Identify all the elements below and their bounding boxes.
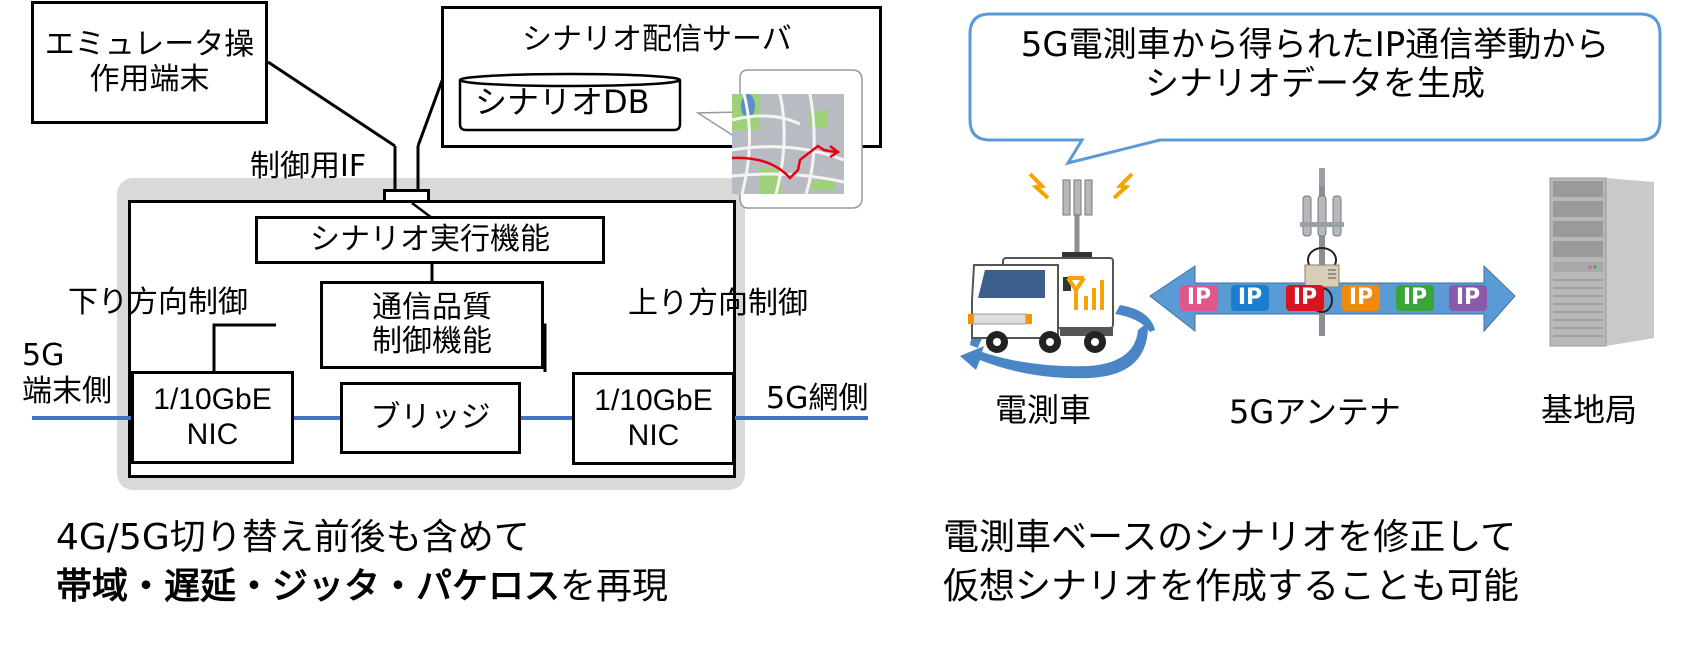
right-caption-line2: 仮想シナリオを作成することも可能 bbox=[943, 565, 1520, 607]
qos-control-box: 通信品質 制御機能 bbox=[320, 281, 544, 369]
qos-control-line2: 制御機能 bbox=[372, 324, 492, 359]
left-caption-line1: 4G/5G切り替え前後も含めて bbox=[56, 517, 530, 558]
scenario-exec-box: シナリオ実行機能 bbox=[255, 216, 605, 264]
right-caption-line1: 電測車ベースのシナリオを修正して bbox=[943, 517, 1517, 558]
ip-packet-badge: IP bbox=[1180, 285, 1218, 311]
uplink-control-label: 上り方向制御 bbox=[628, 286, 808, 321]
scenario-server-title: シナリオ配信サーバ bbox=[522, 22, 792, 57]
ip-packet-badge: IP bbox=[1396, 285, 1434, 311]
downlink-control-label: 下り方向制御 bbox=[68, 285, 248, 320]
operator-terminal-box: エミュレータ操 作用端末 bbox=[31, 1, 268, 124]
nic-left-line1: 1/10GbE bbox=[153, 383, 272, 416]
terminal-side-line2: 端末側 bbox=[22, 374, 112, 409]
nic-right-line1: 1/10GbE bbox=[594, 384, 713, 417]
control-if-port bbox=[383, 189, 430, 203]
right-caption: 電測車ベースのシナリオを修正して 仮想シナリオを作成することも可能 bbox=[943, 514, 1519, 611]
bridge-label: ブリッジ bbox=[370, 399, 491, 435]
base-station-server-icon bbox=[1549, 177, 1654, 347]
terminal-side-label: 5G 端末側 bbox=[22, 338, 112, 410]
base-station-label: 基地局 bbox=[1541, 391, 1638, 429]
operator-terminal-line1: エミュレータ操 bbox=[44, 27, 255, 62]
bridge-box: ブリッジ bbox=[340, 382, 521, 454]
scenario-db-label: シナリオDB bbox=[475, 83, 650, 121]
speech-bubble-line2: シナリオデータを生成 bbox=[1145, 64, 1485, 105]
speech-bubble-text: 5G電測車から得られたIP通信挙動から シナリオデータを生成 bbox=[970, 25, 1660, 105]
ip-packet-badge: IP bbox=[1231, 285, 1269, 311]
downlink-control-line bbox=[212, 323, 276, 372]
nic-left-box: 1/10GbE NIC bbox=[131, 371, 294, 464]
network-side-label: 5G網側 bbox=[766, 381, 869, 416]
control-if-label: 制御用IF bbox=[250, 149, 367, 184]
qos-control-line1: 通信品質 bbox=[372, 289, 492, 325]
left-caption-emphasis: 帯域・遅延・ジッタ・パケロス bbox=[56, 565, 561, 607]
left-caption-line2: 帯域・遅延・ジッタ・パケロスを再現 bbox=[56, 563, 668, 612]
nic-left-line2: NIC bbox=[186, 417, 239, 451]
terminal-side-line1: 5G bbox=[22, 338, 65, 373]
scenario-exec-label: シナリオ実行機能 bbox=[310, 221, 550, 257]
operator-terminal-line2: 作用端末 bbox=[89, 61, 210, 97]
ip-packet-badge: IP bbox=[1449, 285, 1487, 311]
nic-right-line2: NIC bbox=[627, 418, 680, 452]
terminal-link-line bbox=[267, 60, 396, 148]
ip-packet-badge: IP bbox=[1286, 285, 1324, 311]
antenna-label: 5Gアンテナ bbox=[1229, 393, 1401, 431]
left-caption-rest: を再現 bbox=[560, 565, 669, 607]
measurement-vehicle-icon bbox=[968, 172, 1134, 353]
left-caption: 4G/5G切り替え前後も含めて 帯域・遅延・ジッタ・パケロスを再現 bbox=[56, 514, 668, 611]
speech-bubble-line1: 5G電測車から得られたIP通信挙動から bbox=[1020, 25, 1610, 65]
ip-packet-badge: IP bbox=[1342, 285, 1380, 311]
map-thumbnail bbox=[731, 93, 845, 195]
nic-right-box: 1/10GbE NIC bbox=[572, 372, 735, 465]
vehicle-label: 電測車 bbox=[995, 391, 1092, 429]
server-link-line bbox=[416, 77, 445, 147]
